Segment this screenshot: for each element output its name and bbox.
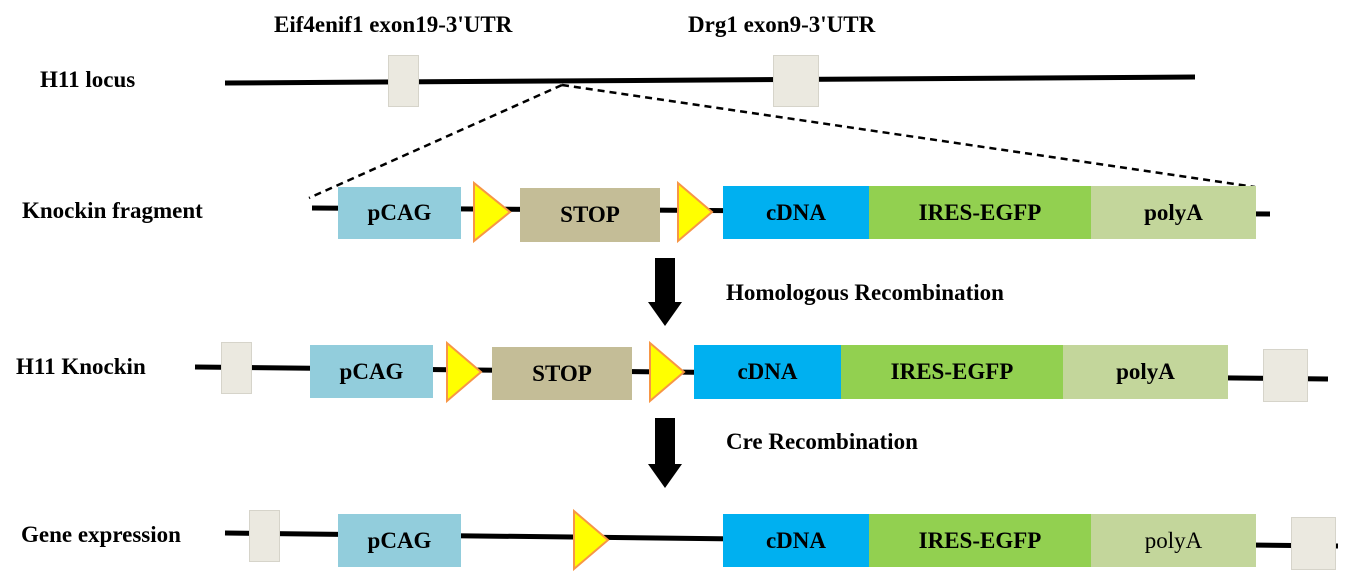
down-arrow-icon xyxy=(648,258,682,326)
exon-box-drg1 xyxy=(773,55,819,107)
h11-locus-line xyxy=(224,74,1196,86)
exon-label-right: Drg1 exon9-3'UTR xyxy=(688,12,876,37)
pcag-box: pCAG xyxy=(310,345,433,398)
pcag-box: pCAG xyxy=(338,187,461,239)
exon-label-left: Eif4enif1 exon19-3'UTR xyxy=(274,12,513,37)
row-label-h11-knockin: H11 Knockin xyxy=(16,354,146,379)
row-label-h11-locus: H11 locus xyxy=(40,67,136,92)
ires-egfp-box: IRES-EGFP xyxy=(841,345,1063,399)
down-arrow-icon xyxy=(648,418,682,488)
loxp-triangle-icon xyxy=(473,180,512,244)
cdna-box: cDNA xyxy=(723,514,869,567)
homology-arm-right xyxy=(1263,349,1308,402)
zoom-dash-left xyxy=(308,83,563,200)
ires-egfp-box: IRES-EGFP xyxy=(869,514,1091,567)
zoom-dash-right xyxy=(561,83,1256,189)
cdna-box: cDNA xyxy=(723,186,869,239)
loxp-triangle-icon xyxy=(446,340,483,404)
step-label-cre: Cre Recombination xyxy=(726,429,918,454)
loxp-triangle-icon xyxy=(573,508,610,572)
pcag-box: pCAG xyxy=(338,514,461,567)
polya-box: polyA xyxy=(1063,345,1228,399)
exon-box-eif4enif1 xyxy=(388,55,419,107)
homology-arm-left xyxy=(249,510,280,562)
row-label-gene-expression: Gene expression xyxy=(21,522,181,547)
ires-egfp-box: IRES-EGFP xyxy=(869,186,1091,239)
polya-box: polyA xyxy=(1091,186,1256,239)
step-label-homologous: Homologous Recombination xyxy=(726,280,1004,305)
row-label-knockin-fragment: Knockin fragment xyxy=(22,198,203,223)
cdna-box: cDNA xyxy=(694,345,841,399)
loxp-triangle-icon xyxy=(677,180,714,244)
homology-arm-left xyxy=(221,342,252,394)
polya-box: polyA xyxy=(1091,514,1256,567)
stop-box: STOP xyxy=(520,188,660,242)
stop-box: STOP xyxy=(492,347,632,400)
homology-arm-right xyxy=(1291,517,1336,570)
loxp-triangle-icon xyxy=(649,340,686,404)
